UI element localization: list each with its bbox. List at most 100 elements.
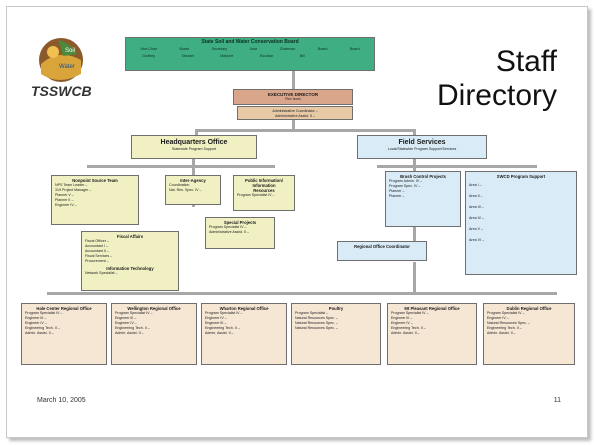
board-member-name: Marjorie bbox=[220, 54, 234, 58]
region-line: Natural Resources Spec. – bbox=[295, 321, 338, 325]
region-line: Engineer IV – bbox=[25, 321, 47, 325]
board-member: Board bbox=[179, 47, 190, 51]
connector bbox=[47, 292, 557, 295]
region-box: Dublin Regional Office Program Specialis… bbox=[483, 303, 575, 365]
box-line: Area I – bbox=[469, 183, 482, 187]
logo-inner-top: Soil bbox=[65, 48, 75, 54]
region-line: Admin. Assist. II – bbox=[487, 331, 516, 335]
region-line: Natural Resources Spec. – bbox=[295, 316, 338, 320]
box-line: Network Specialist – bbox=[85, 271, 118, 275]
region-title: Wellington Regional Office bbox=[127, 306, 181, 311]
box-title: Brush Control Projects bbox=[400, 174, 446, 179]
board-member-name: Stewart bbox=[181, 54, 194, 58]
field-services-box: Field Services Local/Statewide Program S… bbox=[357, 135, 487, 159]
connector bbox=[413, 262, 416, 294]
region-line: Engineering Tech. II – bbox=[205, 326, 240, 330]
box-line: Fiscal Services – bbox=[85, 254, 113, 258]
slide: Soil Water TSSWCB Staff Directory State … bbox=[6, 6, 588, 438]
box-title: Special Projects bbox=[223, 220, 257, 225]
box-line: Accountant II – bbox=[85, 249, 109, 253]
hq-subtitle: Statewide Program Support bbox=[171, 147, 217, 151]
box-title: SWCD Program Support bbox=[496, 174, 546, 179]
region-line: Engineering Tech. II – bbox=[391, 326, 426, 330]
region-line: Engineer III – bbox=[115, 316, 137, 320]
title-line-1: Staff bbox=[495, 45, 557, 78]
box-line: NPS Team Leader – bbox=[55, 183, 88, 187]
admin-line: Administrative Coordinator – bbox=[272, 109, 318, 113]
box-line: Procurement – bbox=[85, 259, 109, 263]
slide-title: Staff Directory bbox=[437, 45, 557, 113]
regional-office-coordinator-box: Regional Office Coordinator bbox=[337, 241, 427, 261]
box-title: Public Information/ bbox=[245, 178, 283, 183]
board-member: Secretary bbox=[211, 47, 228, 51]
box-line: Program Specialist IV – bbox=[209, 225, 247, 229]
board-member-name: Escobar bbox=[259, 54, 274, 58]
box-title: Nonpoint Source Team bbox=[72, 178, 118, 183]
box-line: Administrative Assist. II – bbox=[209, 230, 249, 234]
public-information-box: Public Information/ Information Resource… bbox=[233, 175, 295, 211]
tsswcb-logo: Soil Water TSSWCB bbox=[31, 38, 92, 99]
box-line: Fiscal Officer – bbox=[85, 239, 109, 243]
box-line: Area III – bbox=[469, 205, 484, 209]
region-line: Engineer IV – bbox=[487, 316, 509, 320]
region-line: Engineer III – bbox=[25, 316, 47, 320]
logo-inner-bottom: Water bbox=[59, 64, 75, 70]
board-box: State Soil and Water Conservation Board … bbox=[125, 37, 375, 71]
board-member: Board bbox=[350, 47, 360, 51]
box-line: Planner V – bbox=[55, 193, 74, 197]
special-projects-box: Special Projects Program Specialist IV –… bbox=[205, 217, 275, 249]
executive-director-box: EXECUTIVE DIRECTOR Rex Isom bbox=[233, 89, 353, 105]
box-line: Program Spec. IV – bbox=[389, 184, 421, 188]
region-line: Program Specialist IV – bbox=[487, 311, 525, 315]
slide-date: March 10, 2005 bbox=[37, 397, 86, 404]
region-line: Program Specialist IV – bbox=[25, 311, 63, 315]
fiscal-affairs-box: Fiscal Affairs Fiscal Officer – Accounta… bbox=[81, 231, 179, 291]
board-member: Vice-Chair bbox=[140, 47, 157, 51]
exec-title: EXECUTIVE DIRECTOR bbox=[267, 92, 319, 97]
region-line: Program Specialist IV – bbox=[115, 311, 153, 315]
box-line: Area V – bbox=[469, 227, 483, 231]
box-line: Planner – bbox=[389, 194, 405, 198]
board-member: Jose bbox=[249, 47, 258, 51]
region-title: Poultry bbox=[328, 306, 344, 311]
region-line: Program Specialist IV – bbox=[391, 311, 429, 315]
region-line: Admin. Assist. II – bbox=[391, 331, 420, 335]
board-member-name: Bill bbox=[299, 54, 305, 58]
region-line: Program Specialist IV – bbox=[205, 311, 243, 315]
board-members: Vice-Chair Board Secretary Jose Chairman… bbox=[129, 47, 371, 52]
region-line: Engineering Tech. II – bbox=[115, 326, 150, 330]
box-line: Planner II – bbox=[55, 198, 74, 202]
connector bbox=[195, 129, 415, 132]
region-line: Engineering Tech. II – bbox=[25, 326, 60, 330]
region-line: Engineer III – bbox=[391, 316, 413, 320]
headquarters-office-box: Headquarters Office Statewide Program Su… bbox=[131, 135, 257, 159]
region-box: Poultry Program Specialist – Natural Res… bbox=[291, 303, 381, 365]
region-title: Hale Center Regional Office bbox=[36, 306, 92, 311]
box-title: Inter-Agency bbox=[180, 178, 206, 183]
connector bbox=[87, 165, 275, 168]
board-member: Board bbox=[317, 47, 328, 51]
board-member-names: Godfrey Stewart Marjorie Escobar Bill bbox=[129, 54, 371, 59]
connector bbox=[292, 69, 295, 91]
region-line: Program Specialist – bbox=[295, 311, 329, 315]
connector bbox=[377, 165, 537, 168]
title-line-2: Directory bbox=[436, 79, 557, 112]
region-title: Mt Pleasant Regional Office bbox=[404, 306, 460, 311]
brush-control-box: Brush Control Projects Program Admin. IV… bbox=[385, 171, 461, 227]
logo-text: TSSWCB bbox=[31, 83, 92, 99]
region-box: Wellington Regional Office Program Speci… bbox=[111, 303, 197, 365]
region-line: Admin. Assist. II – bbox=[115, 331, 144, 335]
box-line: Coordination bbox=[169, 183, 190, 187]
region-title: Dublin Regional Office bbox=[506, 306, 552, 311]
box-line: Program Admin. IV – bbox=[389, 179, 423, 183]
box-line: Information bbox=[252, 183, 276, 188]
fs-subtitle: Local/Statewide Program Support/Services bbox=[387, 147, 457, 151]
region-line: Engineer IV – bbox=[205, 316, 227, 320]
box-line: Area II – bbox=[469, 194, 483, 198]
region-line: Engineer III – bbox=[205, 321, 227, 325]
board-member: Chairman bbox=[279, 47, 296, 51]
box-title: Regional Office Coordinator bbox=[354, 244, 410, 249]
region-line: Engineer IV – bbox=[391, 321, 413, 325]
box-line: Program Specialist IV – bbox=[237, 193, 275, 197]
region-line: Engineering Tech. II – bbox=[487, 326, 522, 330]
